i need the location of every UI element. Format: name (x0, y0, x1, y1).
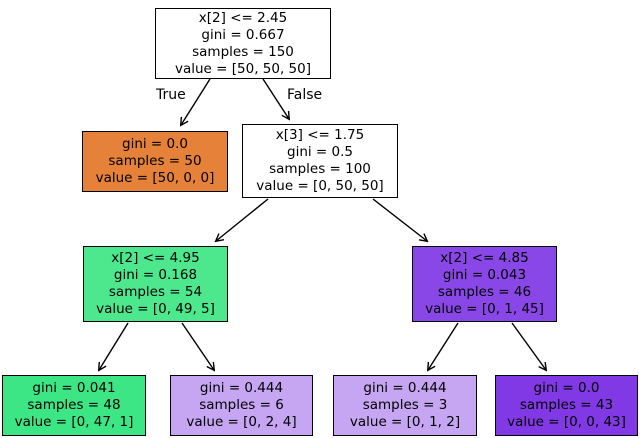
node-gini: gini = 0.043 (442, 267, 527, 283)
node-gini: gini = 0.168 (113, 267, 198, 283)
node-condition: x[3] <= 1.75 (275, 127, 365, 143)
node-condition: x[2] <= 4.85 (440, 250, 529, 266)
node-samples: samples = 50 (108, 153, 202, 169)
node-samples: samples = 43 (519, 397, 614, 413)
node-condition: x[2] <= 4.95 (111, 250, 200, 266)
node-samples: samples = 48 (27, 397, 121, 413)
tree-leaf-setosa: gini = 0.0 samples = 50 value = [50, 0, … (82, 131, 228, 192)
node-value: value = [0, 1, 2] (349, 414, 461, 430)
edge-purple-to-lilac-2 (428, 322, 459, 370)
node-value: value = [50, 50, 50] (174, 60, 311, 77)
node-value: value = [0, 0, 43] (507, 414, 626, 430)
node-gini: gini = 0.041 (32, 380, 116, 396)
node-gini: gini = 0.0 (122, 136, 188, 152)
node-value: value = [0, 49, 5] (96, 301, 215, 317)
edge-root-to-orange-leaf (181, 78, 211, 125)
node-value: value = [0, 50, 50] (256, 178, 384, 194)
edge-root-to-split-x3 (262, 78, 289, 119)
edge-splitx3-to-green (216, 198, 269, 241)
node-gini: gini = 0.444 (199, 380, 284, 396)
tree-node-split-green: x[2] <= 4.95 gini = 0.168 samples = 54 v… (83, 246, 228, 322)
node-samples: samples = 150 (192, 43, 294, 60)
node-value: value = [50, 0, 0] (95, 170, 215, 186)
edge-splitx3-to-purple (372, 198, 427, 241)
tree-node-split-purple: x[2] <= 4.85 gini = 0.043 samples = 46 v… (412, 246, 557, 322)
node-samples: samples = 3 (362, 397, 448, 413)
edge-label-false: False (287, 87, 323, 103)
edge-green-to-leaf-green (99, 322, 129, 370)
tree-leaf-mixed-1: gini = 0.444 samples = 6 value = [0, 2, … (170, 375, 313, 436)
node-samples: samples = 100 (269, 161, 371, 177)
tree-leaf-virginica: gini = 0.0 samples = 43 value = [0, 0, 4… (495, 375, 638, 436)
edge-purple-to-leaf-purple (511, 322, 546, 370)
tree-leaf-versicolor: gini = 0.041 samples = 48 value = [0, 47… (2, 375, 146, 436)
node-value: value = [0, 1, 45] (425, 301, 544, 317)
node-condition: x[2] <= 2.45 (198, 9, 288, 26)
node-gini: gini = 0.444 (363, 380, 447, 396)
node-samples: samples = 54 (108, 284, 203, 300)
edge-green-to-lilac-1 (181, 322, 214, 370)
node-value: value = [0, 47, 1] (14, 414, 134, 430)
node-gini: gini = 0.0 (533, 380, 600, 396)
tree-node-split-x3: x[3] <= 1.75 gini = 0.5 samples = 100 va… (242, 124, 398, 198)
node-gini: gini = 0.5 (287, 144, 353, 160)
node-samples: samples = 46 (437, 284, 532, 300)
node-value: value = [0, 2, 4] (186, 414, 297, 430)
edge-label-true: True (156, 87, 186, 103)
tree-leaf-mixed-2: gini = 0.444 samples = 3 value = [0, 1, … (333, 375, 477, 436)
node-samples: samples = 6 (199, 397, 284, 413)
tree-node-root: x[2] <= 2.45 gini = 0.667 samples = 150 … (155, 8, 331, 79)
node-gini: gini = 0.667 (201, 26, 285, 43)
